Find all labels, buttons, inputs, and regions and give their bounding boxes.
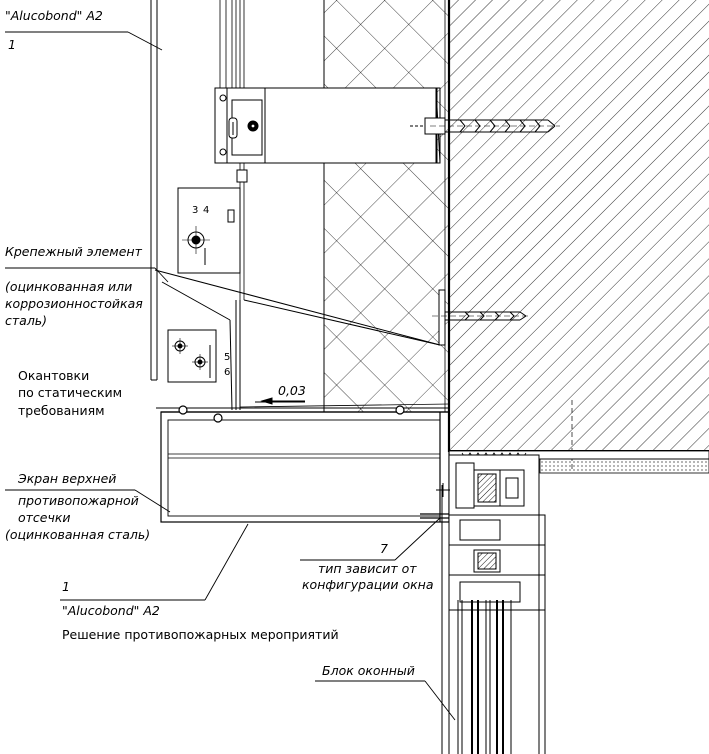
screen-label-4: (оцинкованная сталь) <box>5 527 151 542</box>
bottom-material-label: "Alucobond" A2 <box>62 603 160 618</box>
fastening-plate-34 <box>177 187 241 274</box>
trim-label-2: по статическим <box>18 385 123 400</box>
bottom-number-label: 1 <box>62 579 70 594</box>
window-block-label: Блок оконный <box>322 663 415 678</box>
fastener-title: Крепежный элемент <box>5 244 142 259</box>
insulation <box>323 0 448 412</box>
leader-lines <box>5 31 456 721</box>
trim-label-3: требованиям <box>18 403 105 418</box>
solution-label: Решение противопожарных мероприятий <box>62 627 339 642</box>
window-glazing <box>457 600 512 754</box>
slope-label: 0,03 <box>278 383 306 398</box>
top-number-label: 1 <box>8 37 16 52</box>
concrete-wall <box>447 0 709 470</box>
window-number-label: 7 <box>380 541 388 556</box>
window-type-label-1: тип зависит от <box>318 561 417 576</box>
fastening-plate-56 <box>167 329 217 383</box>
trim-label-1: Окантовки <box>18 368 90 383</box>
slope-indicator <box>260 397 305 405</box>
marker-4: 4 <box>203 205 210 216</box>
marker-3: 3 <box>192 205 199 216</box>
wall-anchor-top <box>410 117 560 135</box>
fastener-desc-3: сталь) <box>5 313 48 328</box>
screen-label-1: Экран верхней <box>18 471 117 486</box>
screen-label-3: отсечки <box>18 510 71 525</box>
fastener-desc-2: коррозионностойкая <box>5 296 143 311</box>
window-frame <box>436 454 546 754</box>
marker-5: 5 <box>224 352 231 363</box>
fastener-element <box>154 269 441 411</box>
top-material-label: "Alucobond" A2 <box>5 8 103 23</box>
window-head-seal <box>448 450 709 474</box>
screen-label-2: противопожарной <box>18 493 139 508</box>
window-type-label-2: конфигурации окна <box>302 577 434 592</box>
fastener-desc-1: (оцинкованная или <box>5 279 133 294</box>
wall-anchor-middle <box>432 289 530 346</box>
marker-6: 6 <box>224 367 231 378</box>
